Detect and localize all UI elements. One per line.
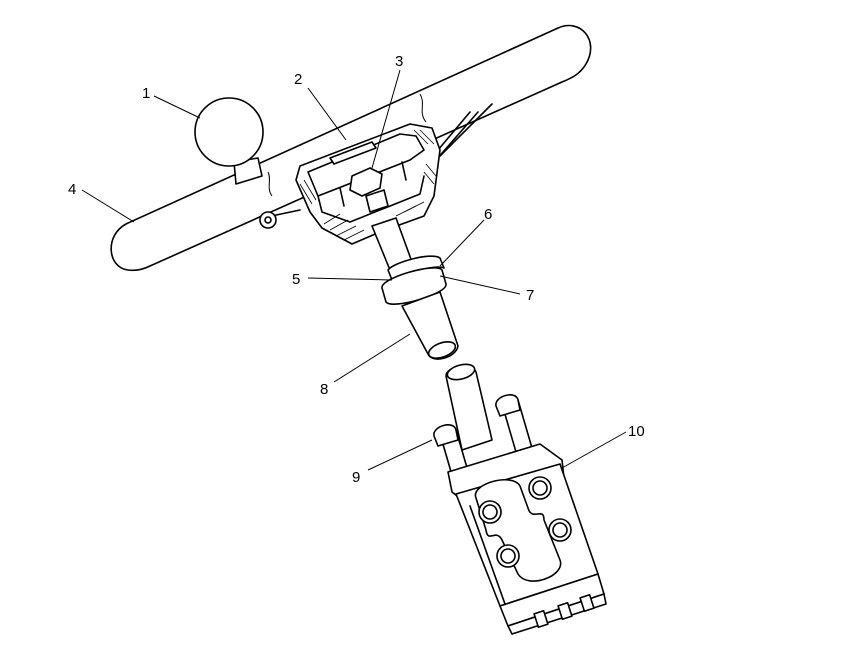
callout-leaders bbox=[81, 69, 627, 471]
callout-10: 10 bbox=[628, 423, 645, 440]
leader-9 bbox=[367, 439, 433, 471]
leader-7 bbox=[439, 275, 521, 295]
callout-9: 9 bbox=[352, 469, 360, 486]
leader-1 bbox=[153, 95, 201, 119]
steering-column bbox=[371, 217, 459, 360]
callout-7: 7 bbox=[526, 287, 534, 304]
leader-5 bbox=[307, 277, 393, 281]
leader-10 bbox=[561, 431, 627, 469]
hub-hatching bbox=[299, 129, 437, 241]
callout-1: 1 bbox=[142, 85, 150, 102]
callout-3: 3 bbox=[395, 53, 403, 70]
callout-labels: 1 2 3 4 5 6 7 8 9 10 bbox=[68, 53, 645, 486]
leader-8 bbox=[333, 333, 411, 383]
leader-2 bbox=[307, 87, 347, 141]
leader-4 bbox=[81, 189, 135, 223]
callout-4: 4 bbox=[68, 181, 76, 198]
callout-8: 8 bbox=[320, 381, 328, 398]
spinner-knob bbox=[194, 97, 264, 185]
steering-control-unit bbox=[433, 363, 607, 635]
leader-6 bbox=[439, 219, 485, 267]
callout-2: 2 bbox=[294, 71, 302, 88]
leader-3 bbox=[371, 69, 401, 169]
wheel-hub bbox=[295, 123, 441, 245]
callout-6: 6 bbox=[484, 206, 492, 223]
callout-5: 5 bbox=[292, 271, 300, 288]
